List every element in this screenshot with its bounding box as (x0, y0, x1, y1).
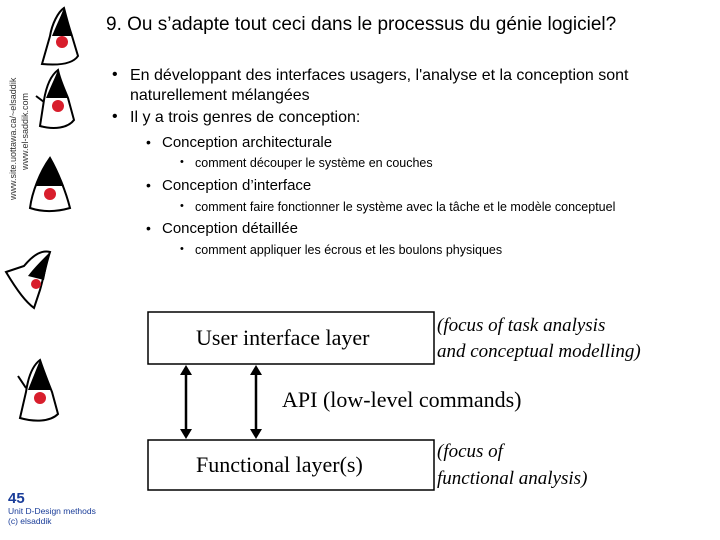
slide-title: 9. Ou s’adapte tout ceci dans le process… (106, 14, 616, 36)
ui-layer-label: User interface layer (196, 325, 370, 350)
functional-note-1: (focus of (437, 441, 506, 462)
bullet-dot: • (180, 243, 184, 255)
bullet-iface-design: Conception d’interface (162, 177, 312, 194)
mascot-icon-2 (35, 68, 76, 129)
bullet-arch-sub: comment découper le système en couches (195, 156, 433, 170)
ui-layer-box (147, 311, 435, 365)
bullet-analysis-design: En développant des interfaces usagers, l… (130, 67, 629, 104)
page-number: 45 (8, 490, 25, 507)
bullet-dot: • (112, 108, 118, 125)
footer-unit: Unit D-Design methods (8, 506, 96, 516)
bullet-dot: • (112, 66, 118, 83)
bullet-dot: • (180, 200, 184, 212)
api-label: API (low-level commands) (282, 387, 522, 412)
title-text: Ou s’adapte tout ceci dans le processus … (127, 14, 617, 35)
ui-layer-note-1: (focus of task analysis (437, 315, 605, 336)
functional-note-2: functional analysis) (437, 468, 587, 489)
bullet-dot: • (180, 156, 184, 168)
bullet-detail-design: Conception détaillée (162, 220, 298, 237)
mascot-icon-1 (40, 6, 80, 66)
title-number: 9. (106, 14, 122, 35)
bullet-detail-sub: comment appliquer les écrous et les boul… (195, 243, 503, 257)
bullet-three-kinds: Il y a trois genres de conception: (130, 109, 361, 126)
bullet-dot: • (146, 134, 151, 150)
bullet-dot: • (146, 220, 151, 236)
mascot-icon-3 (28, 156, 72, 212)
bullet-arch-design: Conception architecturale (162, 134, 333, 151)
functional-layer-label: Functional layer(s) (196, 452, 363, 477)
functional-layer-box (147, 439, 435, 491)
bullet-dot: • (146, 177, 151, 193)
ui-layer-note-2: and conceptual modelling) (437, 341, 641, 362)
mascot-icon-5 (17, 358, 60, 422)
bullet-iface-sub: comment faire fonctionner le système ave… (195, 200, 616, 214)
footer-credits: Unit D-Design methods (c) elsaddik (8, 506, 96, 526)
mascot-icon-4 (4, 250, 52, 310)
footer-copyright: (c) elsaddik (8, 516, 52, 526)
